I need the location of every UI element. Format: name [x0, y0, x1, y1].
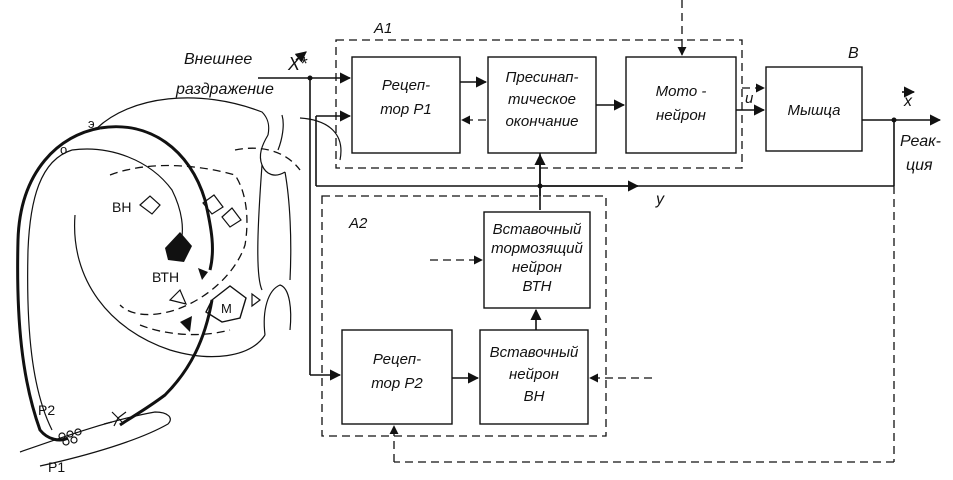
x-output-label: x	[903, 93, 913, 110]
motoneuron-text-line: нейрон	[656, 107, 706, 124]
vtn-label: ВТН	[152, 269, 179, 285]
motoneuron-text-line: Мото -	[656, 83, 707, 100]
receptor-p2-text-line: тор P2	[371, 375, 423, 392]
stimulus-label-2: раздражение	[175, 81, 274, 98]
inhibitory-text-line: нейрон	[512, 259, 562, 276]
receptor-p2-text-line: Рецеп-	[373, 351, 421, 368]
receptor-p1-text-line: тор P1	[380, 101, 432, 118]
b-label: B	[848, 45, 859, 62]
inhibitory-text-line: ВТН	[523, 278, 552, 295]
receptor-p1-text-line: Рецеп-	[382, 77, 430, 94]
y-label: y	[655, 191, 665, 208]
a2-label: A2	[348, 215, 368, 232]
presynaptic-text-line: Пресинап-	[506, 69, 579, 86]
a1-label: A1	[373, 20, 392, 37]
stimulus-label-1: Внешнее	[184, 51, 252, 68]
interneuron-text-line: нейрон	[509, 366, 559, 383]
reaction-label-2: ция	[906, 157, 933, 174]
p2-label: P2	[38, 402, 55, 418]
presynaptic-text-line: окончание	[505, 113, 578, 130]
interneuron-text-line: Вставочный	[490, 344, 579, 361]
m-label: М	[221, 301, 232, 316]
x-star-label: X*	[287, 54, 308, 74]
interneuron-text-line: ВН	[524, 388, 545, 405]
u-label: u	[745, 90, 754, 107]
inhibitory-text-line: тормозящий	[491, 240, 583, 257]
presynaptic-text-line: тическое	[508, 91, 576, 108]
p1-label: P1	[48, 459, 65, 475]
spinal-cord-sketch: ВН ВТН М P2 P1 э о	[18, 98, 341, 475]
o-label: о	[60, 142, 67, 157]
reaction-label-1: Реак-	[900, 133, 941, 150]
inhibitory-text-line: Вставочный	[493, 221, 582, 238]
vn-label: ВН	[112, 199, 131, 215]
e-label: э	[88, 116, 95, 131]
motoneuron-block	[626, 57, 736, 153]
muscle-text-line: Мышца	[787, 102, 840, 119]
